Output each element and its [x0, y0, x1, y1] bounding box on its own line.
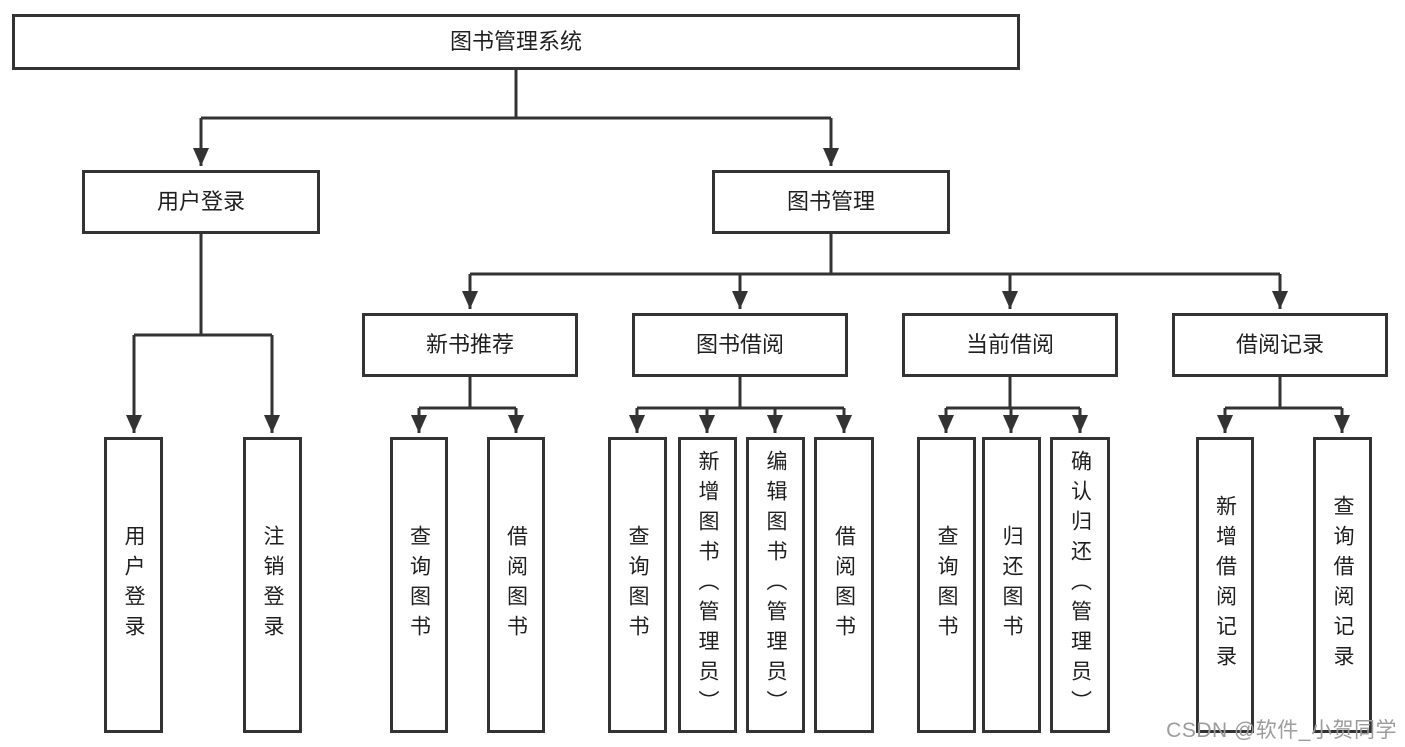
leaf-bb-search-books-label: 查询图书 — [626, 525, 649, 645]
csdn-watermark: CSDN @软件_小贺同学 — [1166, 719, 1397, 742]
leaf-bb-add-books-admin: 新增图书（管理员） — [678, 437, 737, 733]
leaf-logout: 注销登录 — [243, 437, 302, 733]
node-library-management-system-label: 图书管理系统 — [449, 28, 582, 54]
leaf-rec-add-borrow-record: 新增借阅记录 — [1196, 437, 1254, 733]
leaf-bb-borrow-books: 借阅图书 — [814, 437, 874, 733]
node-book-management: 图书管理 — [712, 170, 950, 234]
leaf-bb-borrow-books-label: 借阅图书 — [832, 525, 856, 645]
leaf-user-login-label: 用户登录 — [122, 525, 145, 645]
node-library-management-system: 图书管理系统 — [12, 14, 1020, 70]
leaf-bb-edit-books-admin-label: 编辑图书（管理员） — [764, 450, 787, 720]
leaf-rec-search-borrow-record-label: 查询借阅记录 — [1331, 495, 1354, 675]
leaf-cb-search-books-label: 查询图书 — [935, 525, 958, 645]
leaf-rec-add-borrow-record-label: 新增借阅记录 — [1213, 495, 1237, 675]
connector-lines — [134, 70, 1342, 410]
leaf-cb-confirm-return-admin-label: 确认归还（管理员） — [1068, 450, 1092, 720]
leaf-rec-search-borrow-record: 查询借阅记录 — [1313, 437, 1372, 733]
node-book-borrow: 图书借阅 — [632, 313, 848, 377]
leaf-cb-confirm-return-admin: 确认归还（管理员） — [1050, 437, 1110, 733]
leaf-nb-borrow-books-label: 借阅图书 — [504, 525, 528, 645]
leaf-user-login: 用户登录 — [104, 437, 163, 733]
leaf-nb-search-books-label: 查询图书 — [407, 525, 431, 645]
node-new-book-recommend: 新书推荐 — [362, 313, 578, 377]
node-book-management-label: 图书管理 — [786, 188, 875, 214]
node-current-borrow: 当前借阅 — [902, 313, 1118, 377]
node-user-login-label: 用户登录 — [156, 188, 245, 214]
node-user-login: 用户登录 — [82, 170, 320, 234]
leaf-nb-borrow-books: 借阅图书 — [487, 437, 545, 733]
node-new-book-recommend-label: 新书推荐 — [425, 331, 514, 357]
leaf-cb-search-books: 查询图书 — [917, 437, 976, 733]
leaf-cb-return-books-label: 归还图书 — [1000, 525, 1023, 645]
leaf-bb-add-books-admin-label: 新增图书（管理员） — [696, 450, 719, 720]
leaf-logout-label: 注销登录 — [261, 525, 284, 645]
node-borrow-records: 借阅记录 — [1172, 313, 1388, 377]
node-book-borrow-label: 图书借阅 — [695, 331, 784, 357]
leaf-bb-search-books: 查询图书 — [608, 437, 667, 733]
node-borrow-records-label: 借阅记录 — [1235, 331, 1324, 357]
leaf-nb-search-books: 查询图书 — [390, 437, 448, 733]
connector-arrows — [126, 118, 1350, 433]
node-current-borrow-label: 当前借阅 — [965, 331, 1054, 357]
leaf-bb-edit-books-admin: 编辑图书（管理员） — [746, 437, 805, 733]
leaf-cb-return-books: 归还图书 — [982, 437, 1041, 733]
